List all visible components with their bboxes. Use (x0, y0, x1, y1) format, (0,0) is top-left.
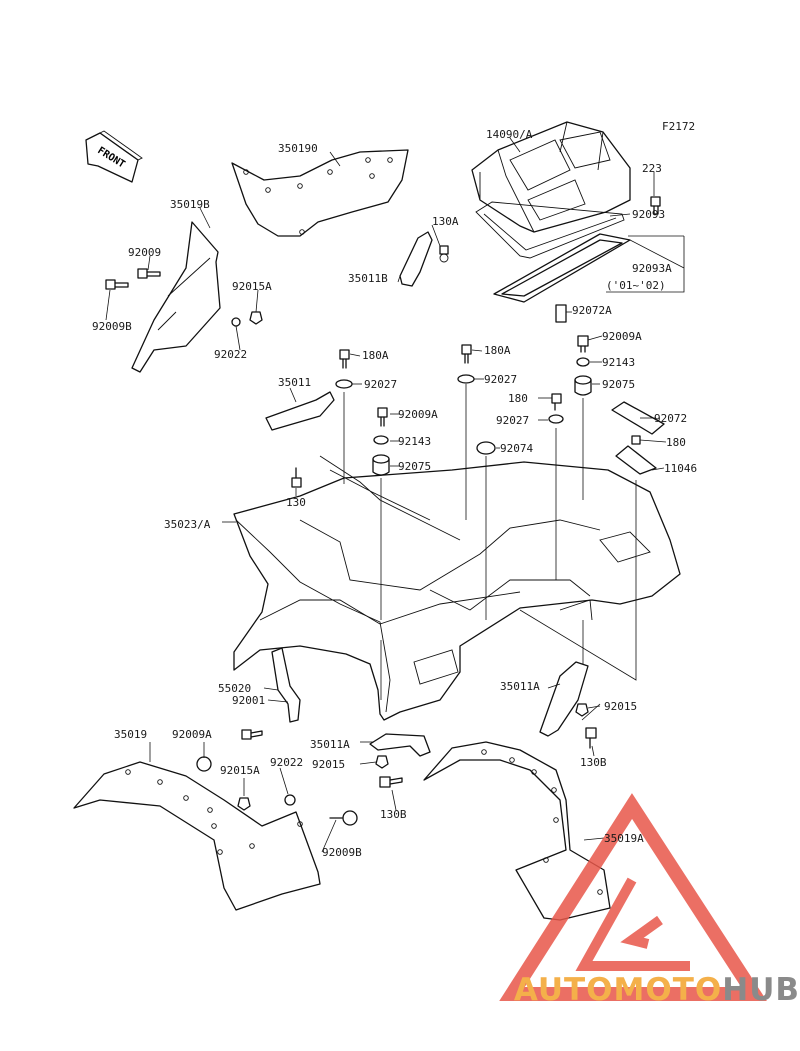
mud-flap-left-part (73, 761, 321, 911)
part-label-l1: 14090/A (486, 128, 533, 141)
part-label-l19: 35011 (278, 376, 311, 389)
rear-fender-part (233, 455, 681, 721)
part-label-l3: 35019B (170, 198, 210, 211)
rubber-pad-part (611, 401, 665, 435)
part-label-l20: 92027 (364, 378, 397, 391)
part-label-l8: 92093A (632, 262, 672, 275)
part-label-l25: 92072 (654, 412, 687, 425)
part-label-l11: 92015A (232, 280, 272, 293)
flap-bracket-part (271, 647, 301, 723)
bolt-icon (650, 196, 661, 215)
part-label-l12: 92009B (92, 320, 132, 333)
part-label-l43: 92015A (220, 764, 260, 777)
part-label-l21: 92027 (484, 373, 517, 386)
part-label-l5: 92093 (632, 208, 665, 221)
part-label-l15: 92009A (602, 330, 642, 343)
part-label-l10: 35011B (348, 272, 388, 285)
part-label-l16: 180A (362, 349, 389, 362)
leader-lines (105, 137, 685, 853)
part-label-l4: 223 (642, 162, 662, 175)
part-label-l14: 92022 (214, 348, 247, 361)
part-label-l28: 180 (666, 436, 686, 449)
part-label-l38: 35019 (114, 728, 147, 741)
part-label-l32: 130 (286, 496, 306, 509)
mud-flap-right-part (423, 741, 611, 921)
part-label-l30: 92075 (398, 460, 431, 473)
band-part (615, 445, 657, 475)
stay-bracket-part (399, 231, 433, 287)
part-labels: 14090/A 350190 35019B 223 92093 130A 92009 9209… (92, 128, 697, 859)
part-label-l36: 92001 (232, 694, 265, 707)
fastener-set (375, 703, 597, 788)
part-label-l41: 130B (580, 756, 607, 769)
part-label-l22: 92075 (602, 378, 635, 391)
part-label-l46: 92009B (322, 846, 362, 859)
part-label-l29: 92074 (500, 442, 533, 455)
figure-code: F2172 (662, 120, 695, 133)
bolt-92009B-icon (105, 279, 129, 290)
part-label-l9: ('01~'02) (606, 279, 666, 292)
part-label-l24: 92009A (398, 408, 438, 421)
part-label-l47: 35019A (604, 832, 644, 845)
bolt-130-icon (291, 467, 302, 488)
pad-part (555, 304, 567, 323)
part-label-l42: 92022 (270, 756, 303, 769)
part-label-l23: 180 (508, 392, 528, 405)
rear-cover-part (471, 121, 631, 233)
part-label-l13: 92072A (572, 304, 612, 317)
guard-bracket-part (131, 221, 221, 373)
mud-guard-part (231, 149, 409, 237)
frame-bracket-part (265, 391, 335, 431)
seal-part (475, 201, 625, 259)
watermark-text: AUTOMOTOHUB (514, 972, 800, 1008)
part-label-l2: 350190 (278, 142, 318, 155)
guide-lines (343, 384, 637, 721)
nut-icon (249, 311, 263, 325)
front-arrow-icon: FRONT (85, 130, 143, 183)
side-bracket-part (539, 661, 589, 737)
part-label-l6: 130A (432, 215, 459, 228)
part-label-l26: 92027 (496, 414, 529, 427)
triangle-logo (499, 793, 767, 1001)
part-label-l37: 92015 (604, 700, 637, 713)
washer-icon (231, 317, 241, 327)
part-label-l35: 35011A (500, 680, 540, 693)
part-label-l18: 92143 (602, 356, 635, 369)
part-label-l44: 92015 (312, 758, 345, 771)
part-label-l34: 55020 (218, 682, 251, 695)
part-label-l40: 35011A (310, 738, 350, 751)
part-label-l33: 35023/A (164, 518, 211, 531)
part-label-l27: 92143 (398, 435, 431, 448)
part-label-l17: 180A (484, 344, 511, 357)
part-label-l39: 92009A (172, 728, 212, 741)
bolt-92001-icon (241, 729, 263, 740)
part-label-l7: 92009 (128, 246, 161, 259)
bolt-92009-icon (137, 268, 161, 279)
footrest-bracket-part (369, 733, 431, 757)
part-label-l31: 11046 (664, 462, 697, 475)
part-label-l45: 130B (380, 808, 407, 821)
